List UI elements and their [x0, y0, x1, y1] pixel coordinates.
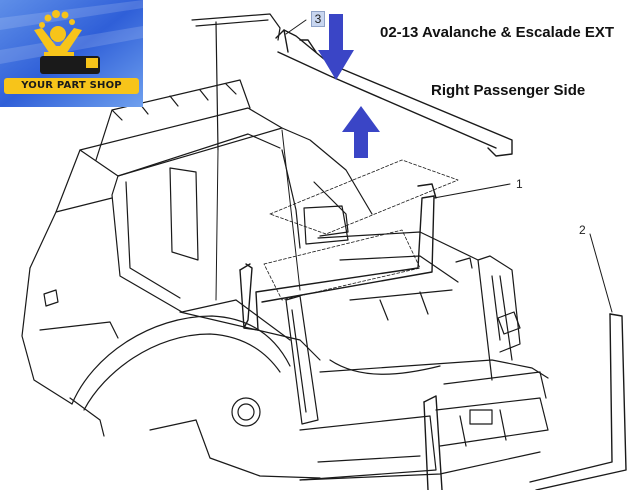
- part-1-seal: [239, 183, 437, 331]
- arrow-up: [342, 106, 380, 158]
- diagram-title: 02-13 Avalanche & Escalade EXT: [380, 24, 615, 41]
- part-3-seal: [275, 29, 513, 157]
- logo-text: YOUR PART SHOP: [4, 78, 139, 94]
- callout-2: 2: [579, 223, 586, 237]
- part-2-seal: [423, 313, 627, 491]
- diagram-subtitle: Right Passenger Side: [431, 82, 586, 99]
- shop-logo: YOUR PART SHOP: [0, 0, 143, 107]
- truck-body: [21, 13, 549, 481]
- blue-arrows: [318, 14, 380, 158]
- arrow-down: [318, 14, 354, 80]
- callout-1: 1: [516, 177, 523, 191]
- callout-leaders: [215, 19, 613, 313]
- callout-3: 3: [311, 11, 325, 27]
- person-icon: [34, 10, 82, 54]
